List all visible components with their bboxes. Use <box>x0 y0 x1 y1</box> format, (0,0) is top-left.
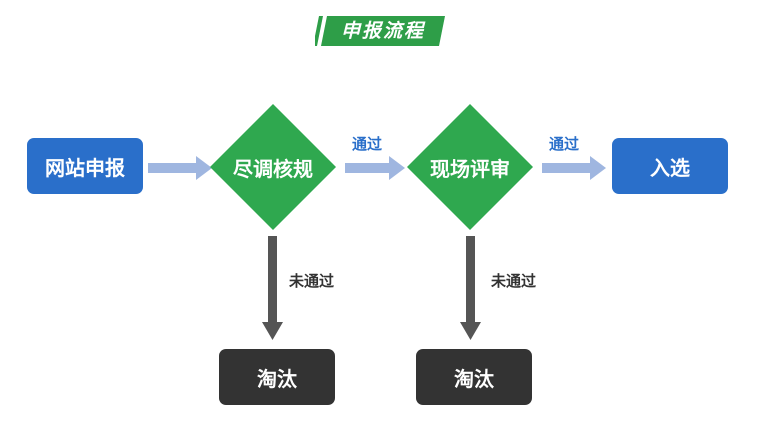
node-eliminated-2: 淘汰 <box>416 349 532 405</box>
arrow-apply-to-diligence <box>148 156 212 180</box>
node-due-diligence-label: 尽调核规 <box>233 156 313 181</box>
node-selected: 入选 <box>612 138 728 194</box>
arrow-diligence-to-review <box>345 156 405 180</box>
edge-label-pass-1: 通过 <box>352 135 383 153</box>
title-banner: 申报流程 <box>315 16 445 46</box>
edge-label-fail-2: 未通过 <box>491 272 537 290</box>
node-onsite-review-label: 现场评审 <box>430 156 510 181</box>
node-onsite-review: 现场评审 <box>407 104 533 230</box>
arrow-diligence-to-eliminated <box>262 236 283 340</box>
edge-label-fail-1: 未通过 <box>289 272 335 290</box>
title-banner-background <box>315 16 445 46</box>
page-title: 申报流程 <box>340 20 425 42</box>
node-eliminated-1: 淘汰 <box>219 349 335 405</box>
node-website-apply: 网站申报 <box>27 138 143 194</box>
edge-label-pass-2: 通过 <box>549 135 580 153</box>
title-stripe-1 <box>315 16 323 46</box>
arrow-review-to-eliminated <box>460 236 481 340</box>
node-due-diligence: 尽调核规 <box>210 104 336 230</box>
arrow-review-to-selected <box>542 156 606 180</box>
diamond-shape <box>407 104 533 230</box>
diamond-shape <box>210 104 336 230</box>
title-parallelogram <box>321 16 445 46</box>
